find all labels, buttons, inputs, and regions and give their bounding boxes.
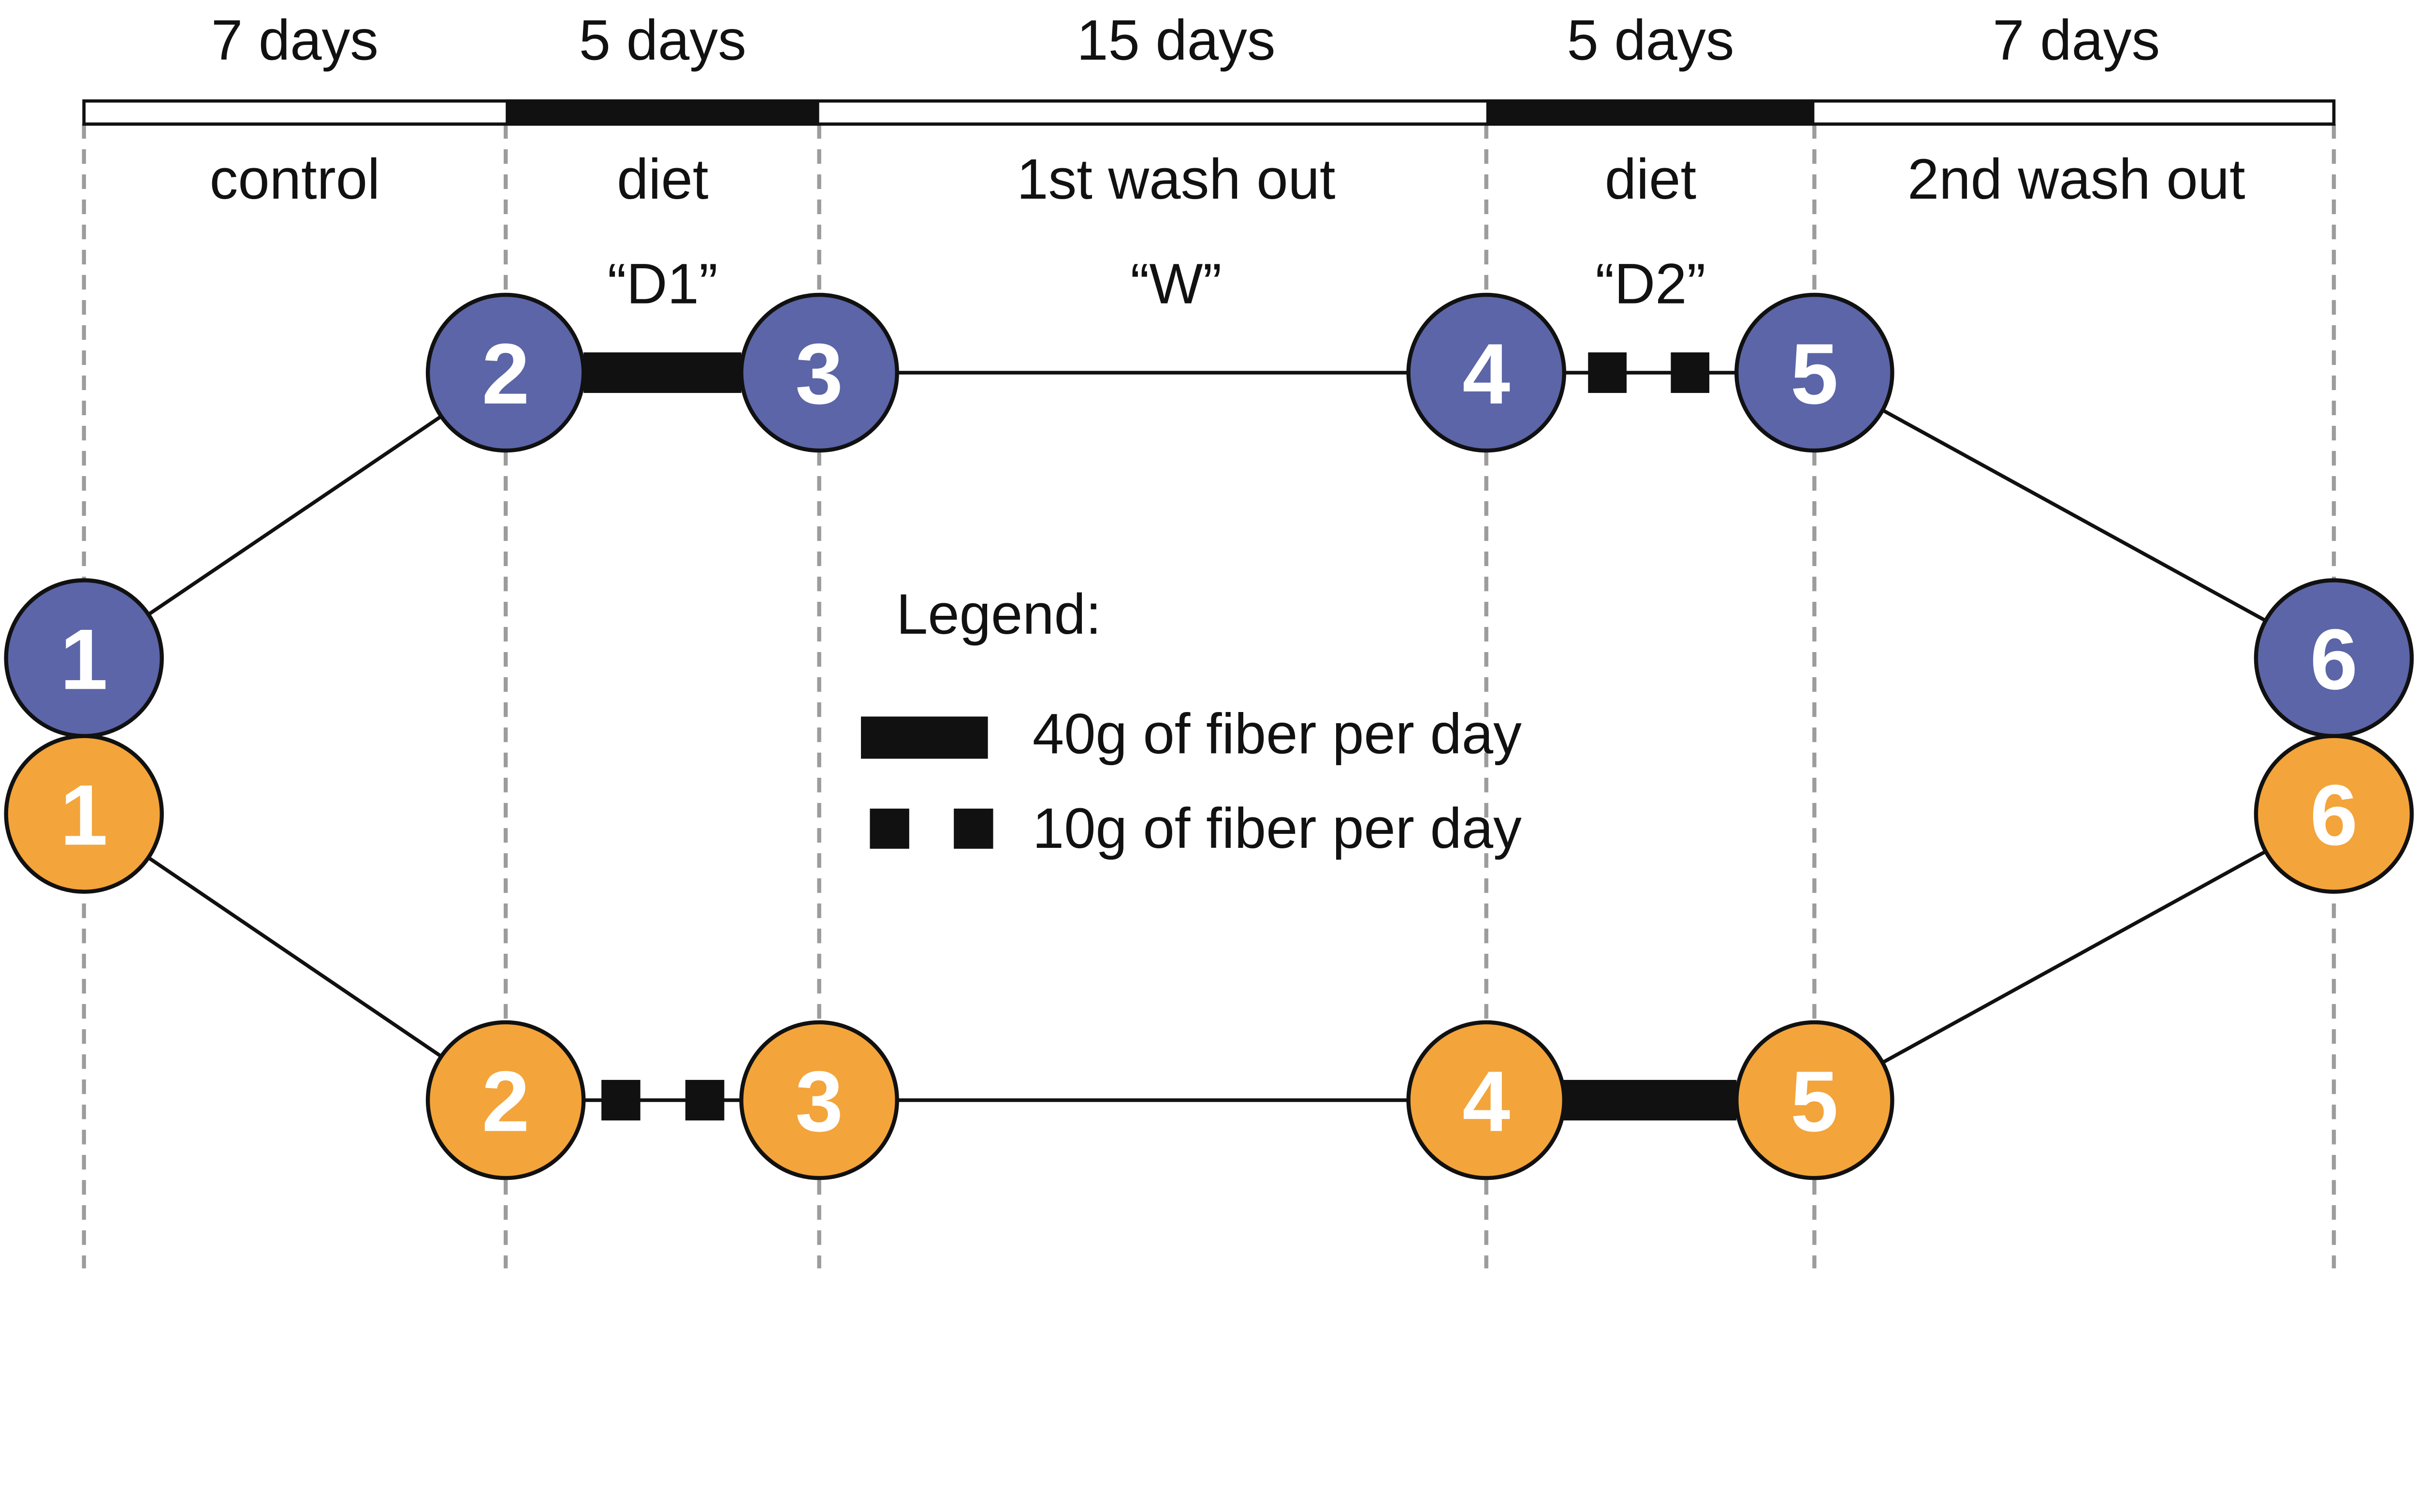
- node-orange-6-number: 6: [2310, 767, 2358, 863]
- legend-10g-swatch-icon-a: [870, 808, 909, 849]
- legend-10g-swatch-icon-b: [954, 808, 993, 849]
- node-blue-2: [425, 292, 586, 453]
- phase-labels: control diet 1st wash out diet 2nd wash …: [210, 147, 2245, 211]
- phase-label-1st-wash-out: 1st wash out: [1017, 147, 1335, 211]
- legend: Legend: 40g of fiber per day 10g of fibe…: [861, 582, 1522, 860]
- fiber-10g-square-blue-d2-b: [1671, 352, 1710, 393]
- fiber-dose-markers: [583, 352, 1737, 1120]
- diet-period-segment-2: [1486, 99, 1815, 126]
- code-label-d1: “D1”: [608, 252, 718, 316]
- fiber-10g-square-orange-d1-a: [601, 1080, 641, 1120]
- node-orange-3: [739, 1020, 899, 1180]
- timeline-bar: [82, 99, 2336, 126]
- code-label-w: “W”: [1130, 252, 1222, 316]
- edge-orange-5-6: [1813, 812, 2335, 1102]
- orange-arm-nodes: 1 2 3 4 5 6: [4, 734, 2414, 1180]
- node-blue-3: [739, 292, 899, 453]
- legend-10g-label: 10g of fiber per day: [1033, 797, 1522, 860]
- fiber-10g-square-blue-d2-a: [1588, 352, 1627, 393]
- node-orange-1: [4, 734, 164, 894]
- legend-title: Legend:: [896, 582, 1102, 646]
- duration-label-5: 7 days: [1993, 8, 2160, 72]
- duration-label-2: 5 days: [579, 8, 746, 72]
- duration-label-1: 7 days: [211, 8, 379, 72]
- fiber-40g-bar-blue-d1: [583, 352, 742, 393]
- diet-period-segment-1: [506, 99, 819, 126]
- edge-blue-1-2: [83, 371, 507, 660]
- duration-labels: 7 days 5 days 15 days 5 days 7 days: [211, 8, 2160, 72]
- fiber-40g-bar-orange-d2: [1561, 1080, 1737, 1120]
- legend-40g-label: 40g of fiber per day: [1033, 702, 1522, 766]
- period-code-labels: “D1” “W” “D2”: [608, 252, 1706, 316]
- phase-label-control: control: [210, 147, 380, 211]
- node-blue-4: [1406, 292, 1566, 453]
- node-orange-5: [1734, 1020, 1894, 1180]
- node-blue-4-number: 4: [1462, 326, 1510, 422]
- edge-blue-5-6: [1813, 371, 2335, 660]
- node-blue-5-number: 5: [1791, 326, 1838, 422]
- fiber-10g-square-orange-d1-b: [685, 1080, 725, 1120]
- phase-label-2nd-wash-out: 2nd wash out: [1907, 147, 2245, 211]
- study-design-figure: 7 days 5 days 15 days 5 days 7 days cont…: [4, 8, 2414, 1269]
- edge-orange-1-2: [83, 812, 507, 1102]
- node-blue-5: [1734, 292, 1894, 453]
- node-blue-6-number: 6: [2310, 611, 2358, 707]
- node-orange-2: [425, 1020, 586, 1180]
- node-orange-3-number: 3: [795, 1053, 843, 1149]
- phase-label-diet-1: diet: [617, 147, 708, 211]
- node-blue-1-number: 1: [60, 611, 108, 707]
- node-orange-6: [2254, 734, 2414, 894]
- code-label-d2: “D2”: [1595, 252, 1705, 316]
- timeline-track: [82, 99, 2336, 126]
- duration-label-3: 15 days: [1077, 8, 1275, 72]
- legend-40g-swatch-icon: [861, 716, 988, 759]
- node-blue-2-number: 2: [482, 326, 530, 422]
- blue-arm-nodes: 1 2 3 4 5 6: [4, 292, 2414, 738]
- node-orange-4: [1406, 1020, 1566, 1180]
- duration-label-4: 5 days: [1567, 8, 1734, 72]
- node-orange-4-number: 4: [1462, 1053, 1510, 1149]
- phase-label-diet-2: diet: [1605, 147, 1696, 211]
- node-orange-2-number: 2: [482, 1053, 530, 1149]
- node-orange-5-number: 5: [1791, 1053, 1838, 1149]
- crossover-study-diagram: 7 days 5 days 15 days 5 days 7 days cont…: [4, 8, 2414, 1269]
- node-orange-1-number: 1: [60, 767, 108, 863]
- node-blue-3-number: 3: [795, 326, 843, 422]
